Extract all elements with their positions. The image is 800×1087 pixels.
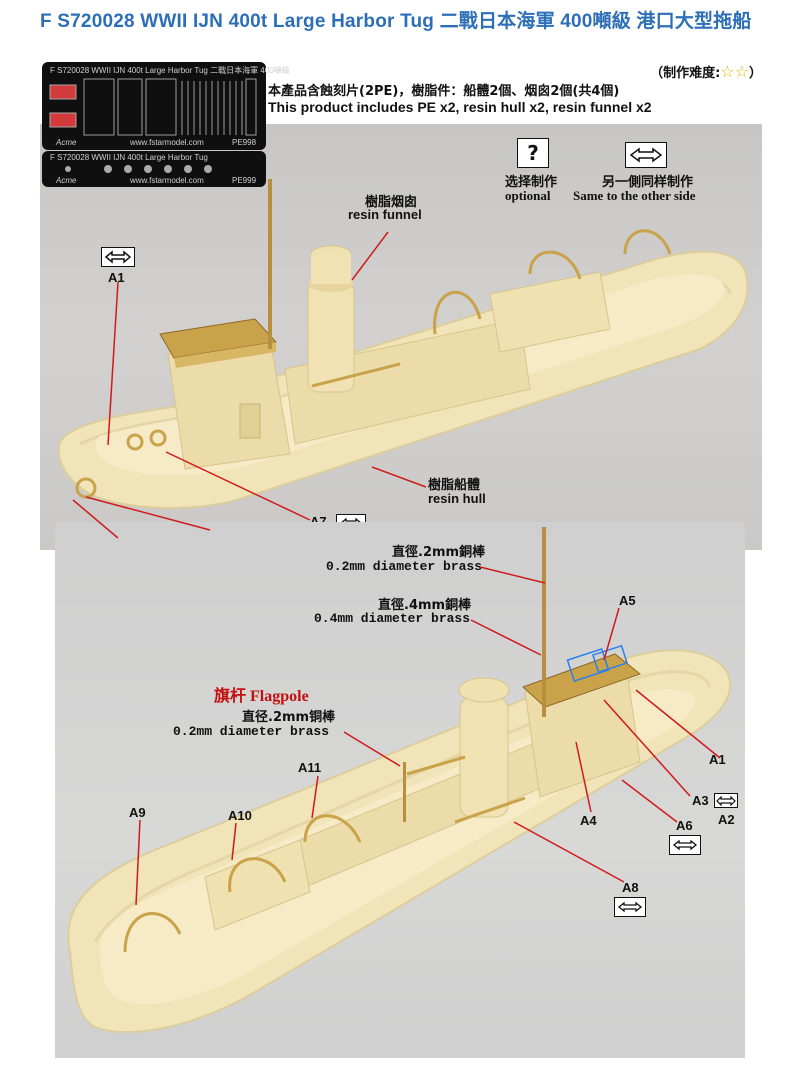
legend-same-side-cn: 另一側同样制作 bbox=[602, 175, 694, 190]
pe-sheet-1-title: F S720028 WWII IJN 400t Large Harbor Tug… bbox=[50, 66, 290, 75]
question-icon: ? bbox=[517, 138, 549, 168]
hull-photo-top bbox=[40, 124, 762, 550]
brass-04-label-en: 0.4mm diameter brass bbox=[314, 611, 471, 626]
flagpole-label-cn: 直径.2mm铜棒 bbox=[242, 710, 336, 725]
part-label-a3: A3 bbox=[692, 793, 709, 808]
pe-parts-fret-2 bbox=[65, 165, 212, 173]
part-label-a5: A5 bbox=[619, 593, 636, 608]
tug-model-bottom-image bbox=[67, 527, 732, 1034]
flagpole-label-en: 0.2mm diameter brass bbox=[173, 724, 330, 739]
part-label-a1: A1 bbox=[108, 270, 125, 285]
part-label-a6: A6 bbox=[676, 818, 693, 833]
part-label-a8: A8 bbox=[622, 880, 639, 895]
pe-sheet-1-code: PE998 bbox=[232, 138, 257, 147]
hull-label-en: resin hull bbox=[428, 491, 486, 506]
difficulty-rating: （制作难度:☆☆） bbox=[650, 62, 762, 81]
pe-sheet-1-brand: Acme bbox=[56, 138, 77, 147]
brass-02-label-en: 0.2mm diameter brass bbox=[326, 559, 483, 574]
part-label-a11: A11 bbox=[298, 760, 322, 775]
star-icon: ☆☆ bbox=[720, 62, 749, 81]
contents-english: This product includes PE x2, resin hull … bbox=[268, 99, 652, 115]
pe-sheet-2: F S720028 WWII IJN 400t Large Harbor Tug… bbox=[42, 151, 266, 187]
part-label-a9: A9 bbox=[129, 805, 146, 820]
legend-optional-cn: 选择制作 bbox=[505, 175, 558, 190]
funnel-label-en: resin funnel bbox=[348, 207, 422, 222]
difficulty-close: ） bbox=[748, 66, 762, 81]
pe-sheet-2-url: www.fstarmodel.com bbox=[130, 176, 204, 185]
legend-optional-en: optional bbox=[505, 188, 551, 203]
hull-photo-bottom bbox=[55, 522, 745, 1058]
pe-sheet-2-brand: Acme bbox=[56, 176, 77, 185]
double-arrow-icon bbox=[625, 142, 667, 168]
hull-label-cn: 樹脂船體 bbox=[428, 478, 481, 493]
page-title: F S720028 WWII IJN 400t Large Harbor Tug… bbox=[40, 11, 752, 32]
pe-sheet-2-code: PE999 bbox=[232, 176, 257, 185]
pe-parts-fret-1 bbox=[49, 78, 257, 136]
double-arrow-icon bbox=[714, 793, 738, 808]
part-label-a10: A10 bbox=[228, 808, 252, 823]
double-arrow-icon bbox=[669, 835, 701, 855]
pe-sheet-2-title: F S720028 WWII IJN 400t Large Harbor Tug bbox=[50, 153, 208, 162]
funnel-label-cn: 樹脂烟囱 bbox=[365, 195, 418, 210]
part-label-a4: A4 bbox=[580, 813, 597, 828]
pe-sheet-1-url: www.fstarmodel.com bbox=[130, 138, 204, 147]
legend-same-side-en: Same to the other side bbox=[573, 188, 696, 203]
contents-chinese: 本產品含蝕刻片(2PE)，樹脂件：船體2個、烟囪2個(共4個) bbox=[268, 84, 620, 99]
brass-02-label-cn: 直徑.2mm銅棒 bbox=[392, 545, 486, 560]
part-label-a2: A2 bbox=[718, 812, 735, 827]
brass-04-label-cn: 直徑.4mm銅棒 bbox=[378, 598, 472, 613]
flagpole-title: 旗杆 Flagpole bbox=[214, 688, 309, 705]
pe-sheet-1: F S720028 WWII IJN 400t Large Harbor Tug… bbox=[42, 62, 290, 150]
double-arrow-icon bbox=[614, 897, 646, 917]
part-label-a1: A1 bbox=[709, 752, 726, 767]
double-arrow-icon bbox=[101, 247, 135, 267]
difficulty-label: （制作难度: bbox=[650, 66, 721, 81]
tug-model-top-image bbox=[57, 179, 749, 510]
